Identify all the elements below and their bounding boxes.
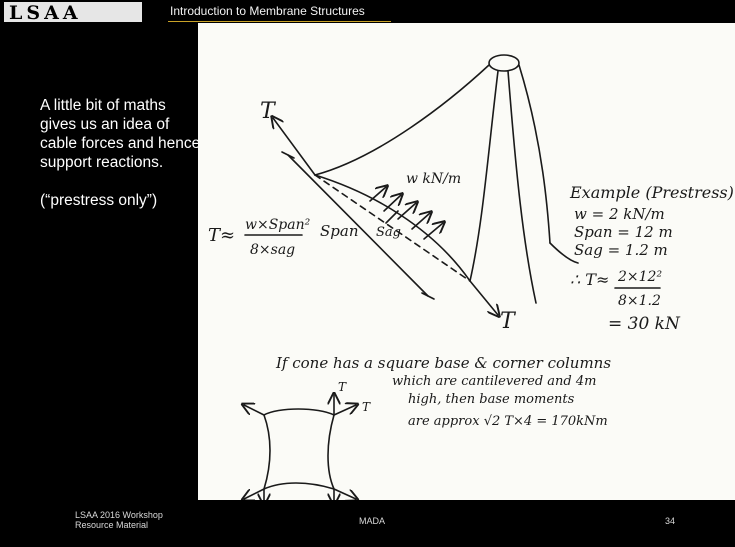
example-title: Example (Prestress) xyxy=(569,183,734,202)
example-calc-numerator: 2×12² xyxy=(617,269,662,285)
span-tick-bottom xyxy=(421,292,435,300)
example-calc-lhs: ∴ T≈ xyxy=(570,270,609,289)
example-result: = 30 kN xyxy=(608,314,681,334)
formula-denominator: 8×sag xyxy=(250,242,295,258)
tension-arrow-bottom xyxy=(469,280,498,315)
title-underline xyxy=(168,21,391,22)
square-label-t-top: T xyxy=(338,380,347,394)
formula-lhs: T≈ xyxy=(208,225,235,246)
logo-text: LSAA xyxy=(9,2,82,22)
tension-arrow-top xyxy=(273,118,316,176)
footer-workshop: LSAA 2016 Workshop Resource Material xyxy=(75,510,163,530)
label-sag: Sag xyxy=(376,225,401,240)
cone-edge-right xyxy=(518,64,551,244)
sag-dimension-line xyxy=(385,210,399,224)
page-number: 34 xyxy=(665,516,676,526)
label-span: Span xyxy=(320,222,358,240)
note-line-2: which are cantilevered and 4m xyxy=(392,374,596,389)
slide-body: A little bit of maths gives us an idea o… xyxy=(40,96,202,229)
footer-line-2: Resource Material xyxy=(75,520,149,530)
label-load: w kN/m xyxy=(406,171,461,187)
square-label-t-right: T xyxy=(362,400,371,414)
cable-chord xyxy=(314,174,471,282)
body-paragraph-1: A little bit of maths gives us an idea o… xyxy=(40,97,201,171)
example-span: Span = 12 m xyxy=(574,223,673,241)
note-line-4: are approx √2 T×4 = 170kNm xyxy=(408,414,608,429)
body-paragraph-2: (“prestress only”) xyxy=(40,192,158,209)
cone-edge-back xyxy=(507,70,537,304)
cone-edge-left xyxy=(314,64,490,176)
cone-edge-middle xyxy=(469,70,499,282)
label-t-top: T xyxy=(260,99,277,124)
example-w: w = 2 kN/m xyxy=(574,205,665,223)
handwritten-sketch: T T w kN/m Span Sag T≈ w×Span² 8×sag Exa… xyxy=(198,23,735,500)
footer-line-1: LSAA 2016 Workshop xyxy=(75,510,163,520)
cone-edge-foot xyxy=(549,242,579,264)
example-sag: Sag = 1.2 m xyxy=(574,241,668,259)
footer-center: MADA xyxy=(359,516,386,526)
sketch-drawing: T T w kN/m Span Sag T≈ w×Span² 8×sag Exa… xyxy=(208,54,734,500)
span-dimension-line xyxy=(287,154,429,297)
span-tick-top xyxy=(281,151,295,159)
lsaa-logo: LSAA xyxy=(4,2,142,22)
note-line-1: If cone has a square base & corner colum… xyxy=(275,354,611,372)
example-calc-denominator: 8×1.2 xyxy=(618,293,661,309)
label-t-bottom: T xyxy=(500,309,517,334)
slide-title: Introduction to Membrane Structures xyxy=(170,4,365,18)
header-bar: LSAA Introduction to Membrane Structures xyxy=(0,0,735,24)
note-line-3: high, then base moments xyxy=(408,392,575,407)
formula-numerator: w×Span² xyxy=(245,217,311,233)
square-base xyxy=(262,408,336,491)
cone-top-ring xyxy=(488,54,520,72)
cable-curve xyxy=(314,174,471,282)
